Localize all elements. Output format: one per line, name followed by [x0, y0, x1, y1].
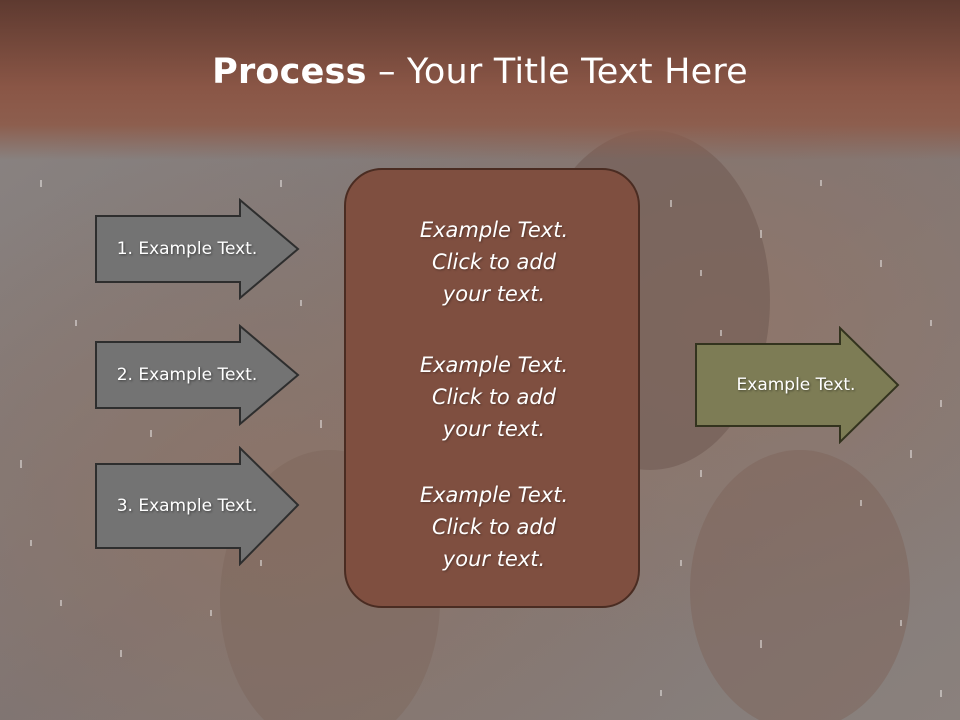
title-rest: – Your Title Text Here	[366, 52, 748, 92]
step-arrow-3	[95, 446, 300, 566]
center-line: Click to add	[431, 385, 556, 409]
step-label-3: 3. Example Text.	[116, 496, 258, 516]
step-arrow-1	[95, 198, 300, 300]
center-line: your text.	[442, 547, 546, 571]
center-paragraph-1: Example Text. Click to add your text.	[346, 214, 642, 310]
output-label: Example Text.	[736, 375, 856, 395]
title-band	[0, 0, 960, 160]
center-line: Example Text.	[419, 353, 569, 377]
center-line: your text.	[442, 282, 546, 306]
title-bold: Process	[212, 52, 367, 92]
output-arrow	[695, 326, 900, 444]
center-text-box: Example Text. Click to add your text. Ex…	[344, 168, 640, 608]
center-paragraph-3: Example Text. Click to add your text.	[346, 479, 642, 575]
step-label-1: 1. Example Text.	[116, 239, 258, 259]
step-label-2: 2. Example Text.	[116, 365, 258, 385]
slide-title: Process – Your Title Text Here	[0, 52, 960, 92]
center-line: Example Text.	[419, 218, 569, 242]
center-line: Click to add	[431, 515, 556, 539]
center-line: Click to add	[431, 250, 556, 274]
center-line: your text.	[442, 417, 546, 441]
center-line: Example Text.	[419, 483, 569, 507]
center-paragraph-2: Example Text. Click to add your text.	[346, 349, 642, 445]
step-arrow-2	[95, 324, 300, 426]
